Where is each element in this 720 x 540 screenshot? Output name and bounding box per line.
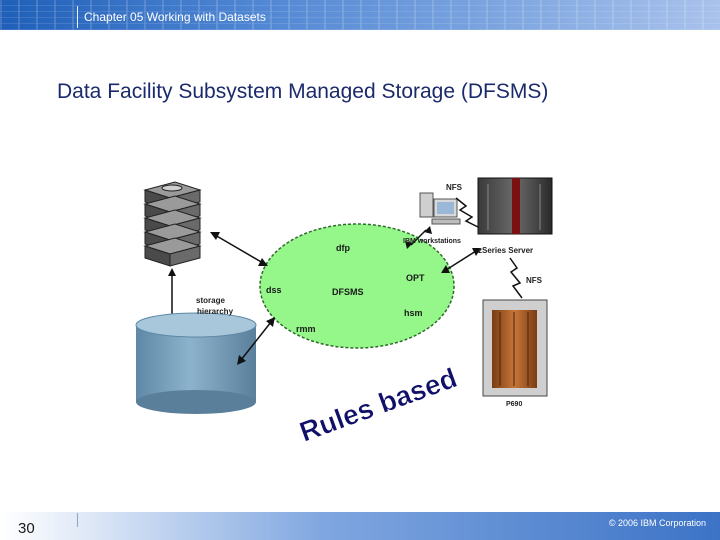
zseries-server-label: zSeries Server [478,246,533,255]
header-bar: Chapter 05 Working with Datasets [0,0,720,30]
zseries-server-icon [477,177,553,235]
tower-icon [419,192,434,218]
rmm-label: rmm [296,324,316,334]
footer-bar: 30 © 2006 IBM Corporation [0,512,720,540]
ibm-workstations-label: IBM workstations [403,238,461,245]
nfs-right-label: NFS [526,276,543,285]
header-pattern [0,0,720,30]
storage-label: storage [196,296,225,305]
nfs-right-lightning-icon [509,257,523,299]
footer-separator [77,513,78,527]
chapter-title: Chapter 05 Working with Datasets [84,10,266,24]
dfsms-ellipse [259,223,455,349]
workstation-ellipse-arrow [405,226,432,249]
disk-stack-icon [143,181,202,267]
disk-ellipse-arrow [210,232,268,266]
keyboard-icon [431,218,461,225]
rules-based-label: Rules based [295,362,461,448]
slide-title: Data Facility Subsystem Managed Storage … [57,80,549,103]
screen-icon [437,202,454,214]
tape-cylinder-icon [135,312,257,414]
dfp-label: dfp [336,243,350,253]
dfsms-diagram: storage hierarchy dfp dss DFSMS OPT hsm … [135,177,553,448]
dss-label: dss [266,285,282,295]
copyright-notice: © 2006 IBM Corporation [608,518,706,528]
disk-spindle-icon [161,184,183,192]
cylinder-ellipse-arrow [237,317,275,365]
p690-server-icon [482,299,548,397]
header-separator [77,6,78,28]
page-number: 30 [18,520,35,537]
hsm-label: hsm [404,308,423,318]
p690-label: P690 [506,401,522,408]
hierarchy-label: hierarchy [197,307,234,316]
dfsms-label: DFSMS [332,287,364,297]
nfs-lightning-icon [455,197,481,229]
opt-label: OPT [406,273,425,283]
nfs-top-label: NFS [446,183,463,192]
workstation-icon [419,192,461,225]
disk-platter-icon [143,237,202,267]
server-ellipse-arrow [441,248,481,273]
